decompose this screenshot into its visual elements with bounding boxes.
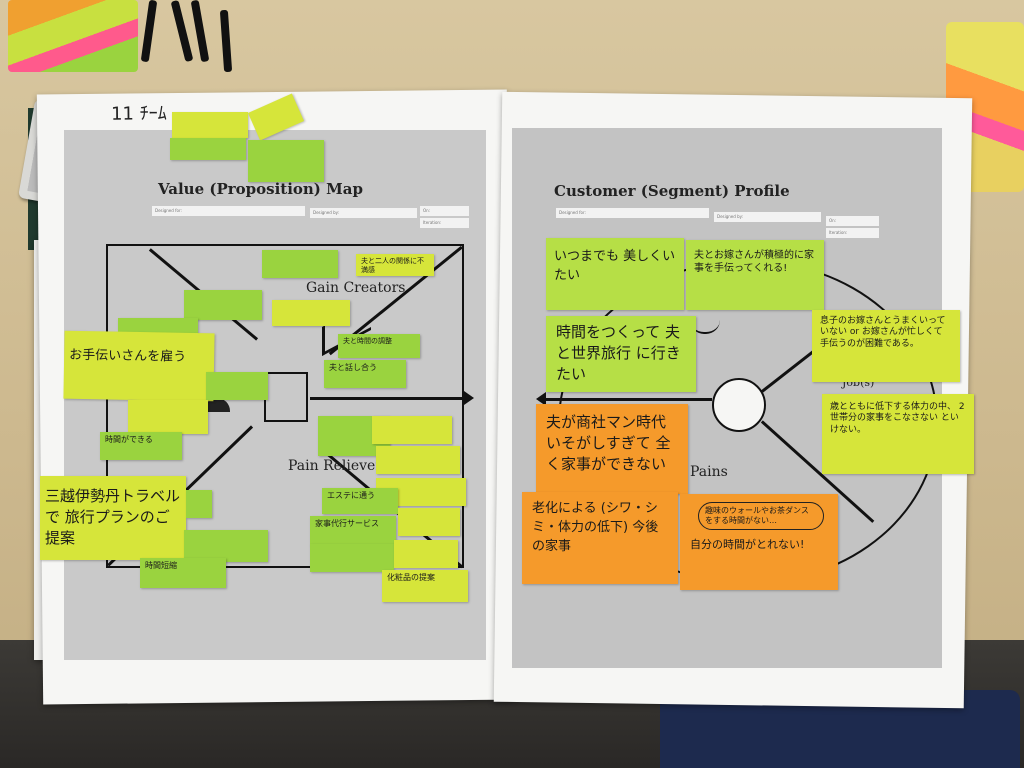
- sticky-note: いつまでも 美しくいたい: [546, 238, 684, 310]
- form-field-designed-by: Designed by:: [310, 208, 417, 218]
- sticky-note: 時間短縮: [140, 558, 226, 588]
- sticky-note: [310, 544, 394, 572]
- form-field-on: On:: [826, 216, 879, 226]
- sticky-note: [170, 138, 246, 160]
- arrow-left-line: [546, 398, 712, 401]
- section-pain-relievers: Pain Relievers: [288, 458, 390, 474]
- sticky-note: [272, 300, 350, 326]
- sticky-note: 時間をつくって 夫と世界旅行 に行きたい: [546, 316, 696, 392]
- form-field-designed-for: Designed for:: [152, 206, 305, 216]
- arrow-left-icon: [536, 392, 546, 406]
- sticky-note-text: 自分の時間がとれない!: [690, 538, 805, 551]
- sticky-note: 趣味のウォールやお茶ダンス をする時間がない… 自分の時間がとれない!: [680, 494, 838, 590]
- form-field-designed-for: Designed for:: [556, 208, 709, 218]
- sticky-note: 夫と二人の関係に不満感: [356, 254, 434, 276]
- form-field-iteration: Iteration:: [420, 218, 469, 228]
- speech-bubble: 趣味のウォールやお茶ダンス をする時間がない…: [698, 502, 824, 530]
- sticky-note: [262, 250, 338, 278]
- sticky-note: [376, 446, 460, 474]
- sticky-note: 歳とともに低下する体力の中、 2世帯分の家事をこなさない といけない。: [822, 394, 974, 474]
- sticky-note: 夫とお嫁さんが積極的に家事を手伝ってくれる!: [686, 240, 824, 310]
- sticky-note: 息子のお嫁さんとうまくいっていない or お嫁さんが忙しくて 手伝うのが困難であ…: [812, 310, 960, 382]
- pill-icon: [204, 398, 230, 412]
- sticky-note: [184, 290, 262, 320]
- sticky-note: [206, 372, 268, 400]
- sticky-note: [372, 416, 452, 444]
- sticky-note: [186, 490, 212, 518]
- team-label: 11 ﾁｰﾑ: [110, 103, 167, 125]
- value-map-square: [106, 244, 464, 568]
- sticky-note: [172, 112, 248, 138]
- sticky-note: [398, 508, 460, 536]
- sticky-note: [184, 530, 268, 562]
- sticky-note: 時間ができる: [100, 432, 182, 460]
- sticky-note: 夫が商社マン時代 いそがしすぎて 全く家事ができない: [536, 404, 688, 494]
- smile-icon: [690, 320, 720, 334]
- sticky-note: [394, 540, 458, 568]
- sticky-note: 夫と話し合う: [324, 360, 406, 388]
- value-map-title: Value (Proposition) Map: [158, 180, 363, 198]
- sticky-note: 三越伊勢丹トラベルで 旅行プランのご提案: [40, 476, 186, 560]
- customer-profile-title: Customer (Segment) Profile: [554, 182, 790, 200]
- section-gain-creators: Gain Creators: [306, 280, 406, 296]
- sticky-note: [128, 400, 208, 434]
- sticky-note: エステに通う: [322, 488, 398, 514]
- arrow-right-icon: [464, 391, 474, 405]
- sticky-note: [248, 140, 324, 182]
- sticky-note: 老化による (シワ・シミ・体力の低下) 今後の家事: [522, 492, 678, 584]
- form-field-on: On:: [420, 206, 469, 216]
- sticky-note: お手伝いさんを雇う: [63, 330, 215, 402]
- sticky-note-pad-pile: [8, 0, 138, 72]
- sticky-note: 夫と時間の調整: [338, 334, 420, 358]
- sticky-note: 家事代行サービス: [310, 516, 396, 546]
- customer-face-icon: [712, 378, 766, 432]
- form-field-designed-by: Designed by:: [714, 212, 821, 222]
- sticky-note: 化粧品の提案: [382, 570, 468, 602]
- gift-box-icon: [264, 372, 308, 422]
- form-field-iteration: Iteration:: [826, 228, 879, 238]
- section-pains: Pains: [690, 464, 728, 480]
- arrow-right-line: [310, 397, 470, 400]
